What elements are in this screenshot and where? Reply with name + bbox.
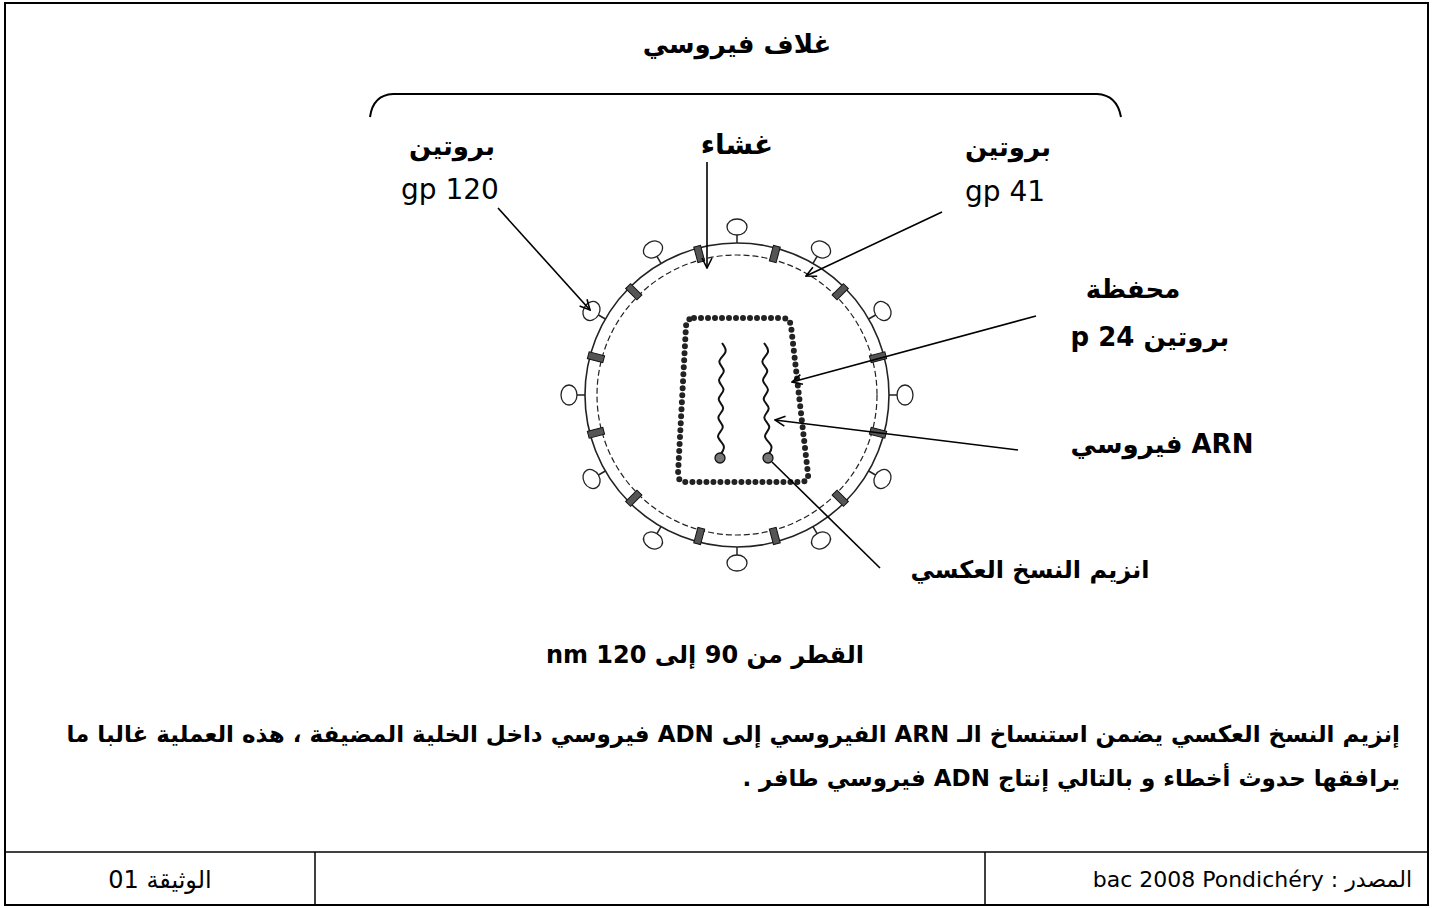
gp120-knob xyxy=(640,238,665,262)
footer-divider xyxy=(314,852,316,905)
reverse-transcriptase xyxy=(715,453,725,463)
gp41-bar xyxy=(587,352,604,363)
note-paragraph: إنزيم النسخ العكسي يضمن استنساخ الـ ARN … xyxy=(35,712,1400,800)
gp120-knob xyxy=(640,529,665,553)
gp41-proteins xyxy=(587,245,886,544)
gp41-bar xyxy=(626,284,642,300)
inner-membrane xyxy=(597,255,877,535)
gp120-knob xyxy=(871,466,895,491)
footer-rule xyxy=(5,851,1428,853)
part-label: بروتين xyxy=(965,132,1051,163)
gp120-knob xyxy=(871,298,895,323)
outer-membrane xyxy=(585,243,889,547)
gp41-bar xyxy=(769,527,780,544)
gp120-knob xyxy=(580,466,604,491)
dimension-label: القطر من 90 إلى 120 nm xyxy=(546,641,864,670)
gp120-proteins xyxy=(561,219,913,571)
p24-capsid xyxy=(678,318,808,482)
page-frame xyxy=(5,3,1428,905)
gp120-knob xyxy=(727,555,747,571)
leader-line xyxy=(806,212,942,276)
gp120-knob xyxy=(897,385,913,405)
rna-label: ARN فيروسي xyxy=(1071,429,1254,460)
leader-line xyxy=(706,162,708,268)
gp120-knob xyxy=(727,219,747,235)
rna-strand xyxy=(762,343,771,455)
gp120-knob xyxy=(808,529,833,553)
gp120-knob xyxy=(561,385,577,405)
leader-line xyxy=(498,208,590,310)
gp41-bar xyxy=(832,490,848,506)
part-label: بروتين xyxy=(409,131,495,162)
hiv-virion xyxy=(561,219,913,571)
rna-strand xyxy=(718,343,726,455)
enzyme-label: انزيم النسخ العكسي xyxy=(911,556,1150,585)
envelope-bracket xyxy=(370,94,1121,117)
protein-name: gp 41 xyxy=(965,175,1045,209)
reverse-transcriptase xyxy=(763,453,773,463)
source-note: المصدر : bac 2008 Pondichéry xyxy=(1093,867,1412,893)
gp41-bar xyxy=(626,490,642,506)
gp41-bar xyxy=(587,427,604,438)
gp41-bar xyxy=(769,245,780,262)
protein-name: gp 120 xyxy=(401,173,499,207)
gp120-knob xyxy=(808,238,833,262)
protein-name: بروتين p 24 xyxy=(1071,322,1230,353)
capsid-label: محفظة xyxy=(1086,274,1181,305)
gp41-bar xyxy=(832,284,848,300)
membrane-label: غشاء xyxy=(701,128,773,162)
leader-line xyxy=(792,316,1036,382)
leader-line xyxy=(775,420,1018,450)
gp41-bar xyxy=(694,245,705,262)
document-number: الوثيقة 01 xyxy=(108,866,211,895)
footer-divider xyxy=(984,852,986,905)
gp41-bar xyxy=(694,527,705,544)
envelope-label: غلاف فيروسي xyxy=(643,29,832,60)
leader-line xyxy=(772,462,880,568)
